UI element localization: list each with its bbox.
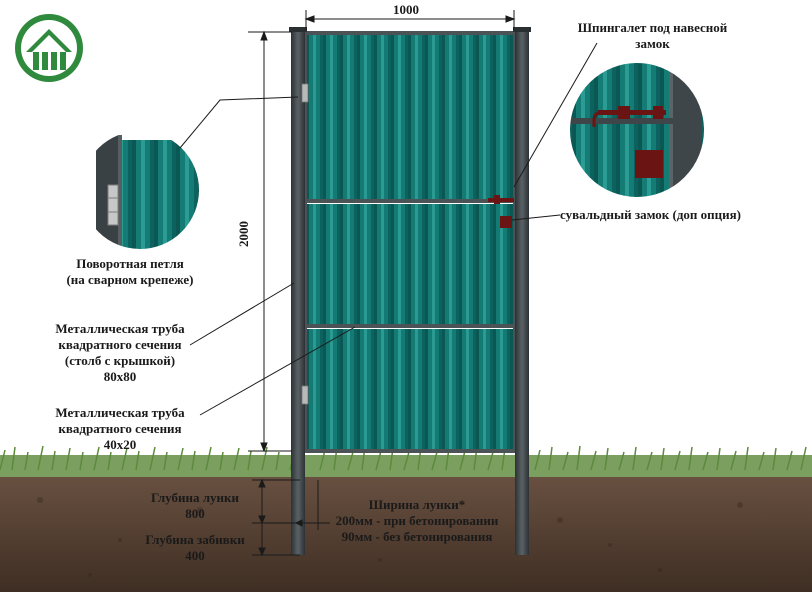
hinge-label: Поворотная петля (на сварном крепеже) <box>66 256 194 287</box>
latch-on-gate <box>488 195 514 204</box>
frame-label: Металлическая труба квадратного сечения … <box>55 405 185 452</box>
post-cap-left <box>289 27 307 32</box>
lock-on-gate <box>500 216 512 228</box>
leader-lines <box>179 42 598 416</box>
post-label: Металлическая труба квадратного сечения … <box>55 321 185 384</box>
soil-texture <box>37 497 743 577</box>
soil <box>0 470 812 592</box>
gate-panel-middle <box>306 204 514 324</box>
lock-label: сувальдный замок (доп опция) <box>560 207 741 222</box>
hinge-detail <box>79 129 201 251</box>
house-logo-icon <box>15 14 83 82</box>
hole-width-label: Ширина лунки* 200мм - при бетонировании … <box>335 497 499 544</box>
grass-strip <box>0 455 812 477</box>
hinge-upper <box>301 83 309 103</box>
post-left <box>291 30 305 555</box>
gate-panel-bottom <box>306 329 514 450</box>
height-dimension-label: 2000 <box>236 221 251 247</box>
drive-depth-label: Глубина забивки 400 <box>145 532 245 563</box>
grass-blades <box>0 445 807 471</box>
post-cap-right <box>513 27 531 32</box>
latch-label: Шпингалет под навесной замок <box>577 20 728 51</box>
hinge-lower <box>301 385 309 405</box>
width-dimension-label: 1000 <box>393 2 419 17</box>
post-right <box>515 30 529 555</box>
gate-panel-top <box>306 34 514 199</box>
dimension-lines <box>248 10 516 557</box>
hole-depth-label: Глубина лунки 800 <box>151 490 239 521</box>
latch-detail <box>568 61 706 199</box>
